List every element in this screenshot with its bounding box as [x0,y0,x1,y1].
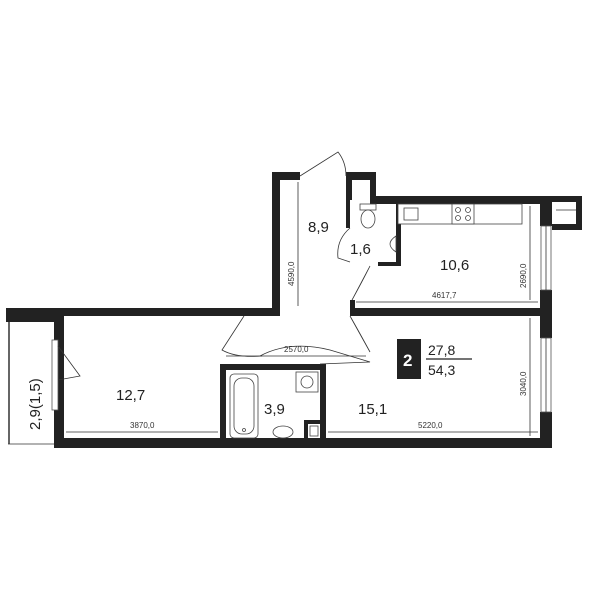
walls [54,172,578,448]
dimension-lines [66,182,538,436]
wall-corridor-top [272,172,300,180]
wall-bath-left [220,364,226,448]
dim-kitchen-width: 4617,7 [432,291,457,300]
wall-wc-left-upper [346,172,352,200]
wall-corridor-left [272,172,280,316]
fixtures [229,203,523,439]
kitchen-sink [403,207,419,221]
room-area-wc: 1,6 [350,241,371,258]
dim-kitchen-depth: 2690,0 [519,263,528,288]
living-fixture [309,425,319,437]
dim-living-depth: 3040,0 [519,371,528,396]
room-area-balcony: 2,9(1,5) [27,378,44,430]
room-area-bathroom: 3,9 [264,401,285,418]
right-balcony-side [576,196,582,230]
room-area-corridor: 8,9 [308,219,329,236]
wall-right-2 [540,290,552,338]
room-area-living: 15,1 [358,401,387,418]
area-summary-badge: 2 27,8 54,3 [397,339,472,379]
balcony-top-wall [6,308,56,322]
bath-door [259,345,371,365]
balcony-window [51,339,59,411]
entrance-door [299,151,347,177]
wall-kitchen-living [350,308,540,316]
balcony-rail [8,322,10,444]
wall-right-3 [540,412,552,448]
dim-bedroom-width: 3870,0 [130,421,155,430]
dim-corridor-length: 4590,0 [287,261,296,286]
wall-bath-shaft [304,420,324,424]
balcony-door [57,345,81,381]
rooms-count-box [397,339,421,379]
wc-door [337,227,351,263]
wall-balcony-top [540,196,578,202]
wall-bath-top [220,364,320,370]
wall-kitchen-top [370,196,540,204]
doors [57,151,371,381]
room-area-bedroom: 12,7 [116,387,145,404]
balcony [6,308,59,445]
wc-sink [389,235,397,253]
living-door [349,315,371,353]
wall-wc-top [346,172,376,180]
wall-bottom [54,438,552,448]
wall-bedroom-left [54,308,64,448]
kitchen-door [351,265,371,301]
wall-wc-bottom [378,262,400,266]
living-area: 27,8 [428,342,455,358]
wall-bath-shaft-side [304,420,308,440]
right-balcony-bottom [552,224,582,230]
rooms-count: 2 [403,351,412,370]
windows [540,225,552,413]
wall-bedroom-top [54,308,280,316]
wall-wc-left [346,198,350,228]
toilet-bowl [360,209,376,229]
right-balcony [552,196,582,230]
total-area: 54,3 [428,362,455,378]
wall-wc-right [396,200,401,266]
wall-wc-notch [370,172,376,198]
kitchen-stove [451,203,475,225]
dim-hall-width: 2570,0 [284,345,309,354]
bath-sink [272,425,294,439]
wall-bath-right [320,364,326,448]
toilet-tank [359,203,377,211]
wall-right-1 [540,196,552,226]
wall-kitchen-stub [350,300,355,316]
dim-living-width: 5220,0 [418,421,443,430]
room-area-kitchen: 10,6 [440,257,469,274]
bedroom-door [221,315,263,357]
